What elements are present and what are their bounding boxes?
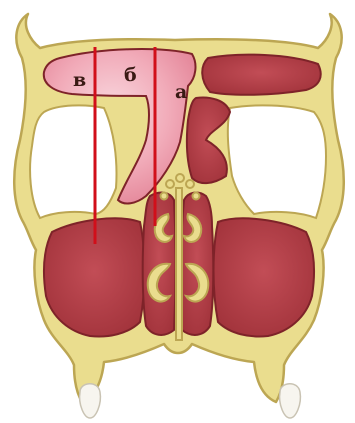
- ethmoid-cell-3: [186, 180, 194, 188]
- ethmoid-cell-2: [176, 174, 184, 182]
- label-v: в: [73, 69, 86, 91]
- label-b: б: [124, 64, 137, 86]
- left-tooth: [80, 384, 101, 418]
- right-tooth: [280, 384, 301, 418]
- right-upper-sinus: [202, 55, 320, 95]
- label-a: а: [175, 81, 187, 103]
- ethmoid-cell-5: [193, 193, 200, 200]
- nasal-septum: [176, 188, 182, 340]
- right-orbit-opening: [228, 105, 326, 218]
- ethmoid-cell-4: [161, 193, 168, 200]
- ethmoid-cell-1: [166, 180, 174, 188]
- left-orbit-opening: [30, 105, 116, 218]
- right-maxillary-sinus: [214, 218, 315, 336]
